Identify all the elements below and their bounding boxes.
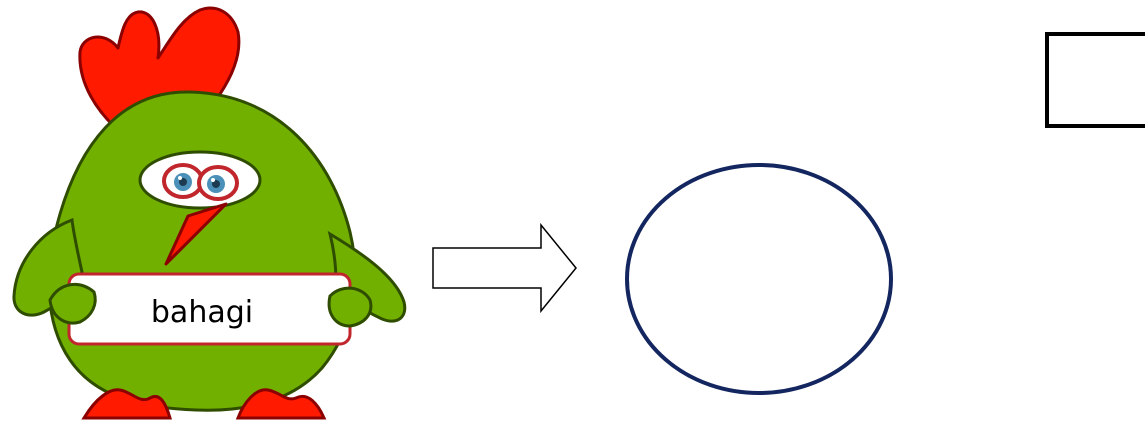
bird-left-pupil <box>179 178 187 186</box>
bird-right-pupil <box>212 180 220 188</box>
bird-left-foot <box>81 388 172 420</box>
bird-right-wing <box>327 230 407 323</box>
bird-left-hand <box>48 283 97 325</box>
green-bird-icon: bahagi <box>12 6 407 420</box>
empty-square-box <box>1045 32 1145 128</box>
right-arrow-icon <box>432 222 577 314</box>
bird-beak <box>164 202 228 266</box>
empty-circle-shape <box>625 163 893 395</box>
bird-left-eye-glint <box>178 176 182 180</box>
bird-right-eye-glint <box>211 178 215 182</box>
sign-word: bahagi <box>151 295 253 330</box>
bird-right-foot <box>235 388 327 420</box>
bird-right-hand <box>327 286 373 328</box>
bird-body <box>47 90 357 412</box>
